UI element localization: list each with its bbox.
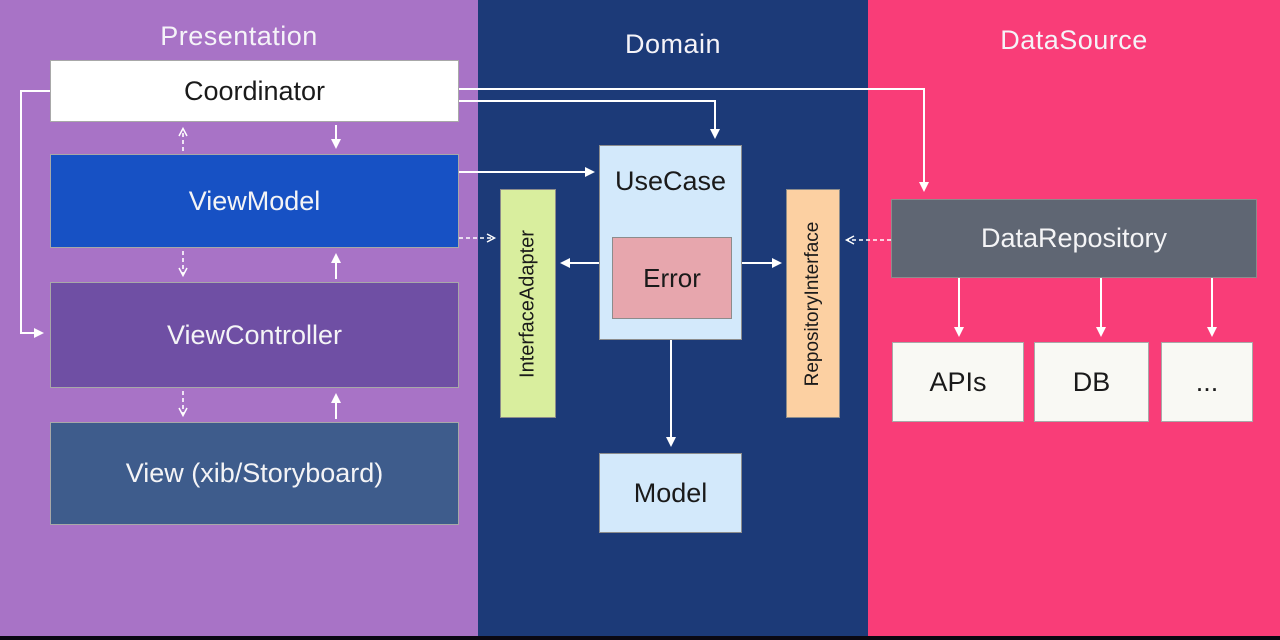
view-box: View (xib/Storyboard) bbox=[50, 422, 459, 525]
data-repository-box: DataRepository bbox=[891, 199, 1257, 278]
coordinator-box: Coordinator bbox=[50, 60, 459, 122]
apis-box: APIs bbox=[892, 342, 1024, 422]
viewcontroller-box: ViewController bbox=[50, 282, 459, 388]
db-box: DB bbox=[1034, 342, 1149, 422]
viewmodel-box: ViewModel bbox=[50, 154, 459, 248]
interface-adapter-label: InterfaceAdapter bbox=[516, 229, 539, 378]
repository-interface-label: RepositoryInterface bbox=[802, 221, 823, 386]
model-box: Model bbox=[599, 453, 742, 533]
other-datasource-box: ... bbox=[1161, 342, 1253, 422]
error-box: Error bbox=[612, 237, 732, 319]
bottom-edge-bar bbox=[0, 636, 1280, 640]
repository-interface-box: RepositoryInterface bbox=[786, 189, 840, 418]
interface-adapter-box: InterfaceAdapter bbox=[500, 189, 556, 418]
section-title-datasource: DataSource bbox=[1000, 25, 1148, 55]
section-datasource bbox=[868, 0, 1280, 640]
section-title-presentation: Presentation bbox=[160, 21, 318, 51]
section-title-domain: Domain bbox=[624, 29, 722, 59]
